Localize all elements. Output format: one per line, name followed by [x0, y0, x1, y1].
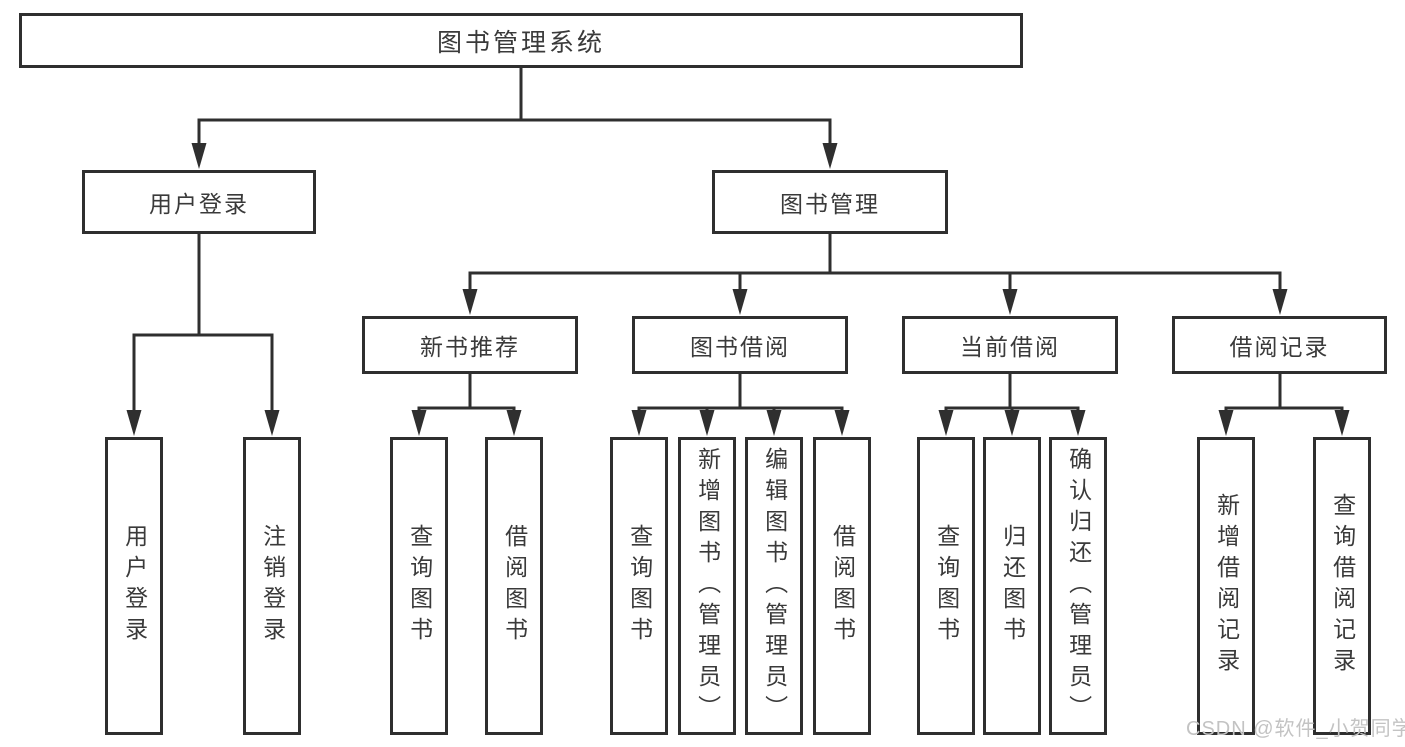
node-label: 图书借阅: [690, 334, 790, 360]
leaf-label: 注销登录: [259, 524, 286, 648]
node-book-borrowing: 图书借阅: [632, 316, 848, 374]
node-current-borrowing: 当前借阅: [902, 316, 1118, 374]
leaf-label: 编辑图书（管理员）: [761, 446, 788, 726]
node-label: 用户登录: [149, 191, 249, 217]
leaf-logout: 注销登录: [243, 437, 301, 735]
leaf-label: 查询图书: [406, 524, 433, 648]
leaf-label: 新增借阅记录: [1213, 493, 1240, 679]
node-label: 图书管理: [780, 191, 880, 217]
leaf-label: 查询借阅记录: [1329, 493, 1356, 679]
leaf-borrow-books: 借阅图书: [813, 437, 871, 735]
leaf-query-books-borrow: 查询图书: [610, 437, 668, 735]
leaf-confirm-return-admin: 确认归还（管理员）: [1049, 437, 1107, 735]
leaf-user-login: 用户登录: [105, 437, 163, 735]
node-label: 当前借阅: [960, 334, 1060, 360]
leaf-borrow-books-recommend: 借阅图书: [485, 437, 543, 735]
node-new-book-recommendation: 新书推荐: [362, 316, 578, 374]
leaf-label: 确认归还（管理员）: [1065, 446, 1092, 726]
leaf-label: 借阅图书: [829, 524, 856, 648]
node-library-system: 图书管理系统: [19, 13, 1023, 68]
node-label: 借阅记录: [1229, 334, 1330, 360]
leaf-label: 用户登录: [121, 524, 148, 648]
node-book-management: 图书管理: [712, 170, 948, 234]
leaf-label: 查询图书: [626, 524, 653, 648]
node-label: 图书管理系统: [436, 28, 605, 57]
leaf-edit-book-admin: 编辑图书（管理员）: [745, 437, 803, 735]
node-user-login-branch: 用户登录: [82, 170, 316, 234]
leaf-label: 查询图书: [933, 524, 960, 648]
leaf-label: 归还图书: [999, 524, 1026, 648]
leaf-add-book-admin: 新增图书（管理员）: [678, 437, 736, 735]
leaf-label: 借阅图书: [501, 524, 528, 648]
leaf-return-book: 归还图书: [983, 437, 1041, 735]
leaf-query-books-current: 查询图书: [917, 437, 975, 735]
leaf-add-borrow-record: 新增借阅记录: [1197, 437, 1255, 735]
leaf-query-borrow-record: 查询借阅记录: [1313, 437, 1371, 735]
leaf-label: 新增图书（管理员）: [694, 446, 721, 726]
node-label: 新书推荐: [420, 334, 520, 360]
leaf-query-books-recommend: 查询图书: [390, 437, 448, 735]
csdn-watermark: CSDN @软件_小贺同学: [1186, 718, 1405, 740]
node-borrowing-records: 借阅记录: [1172, 316, 1387, 374]
